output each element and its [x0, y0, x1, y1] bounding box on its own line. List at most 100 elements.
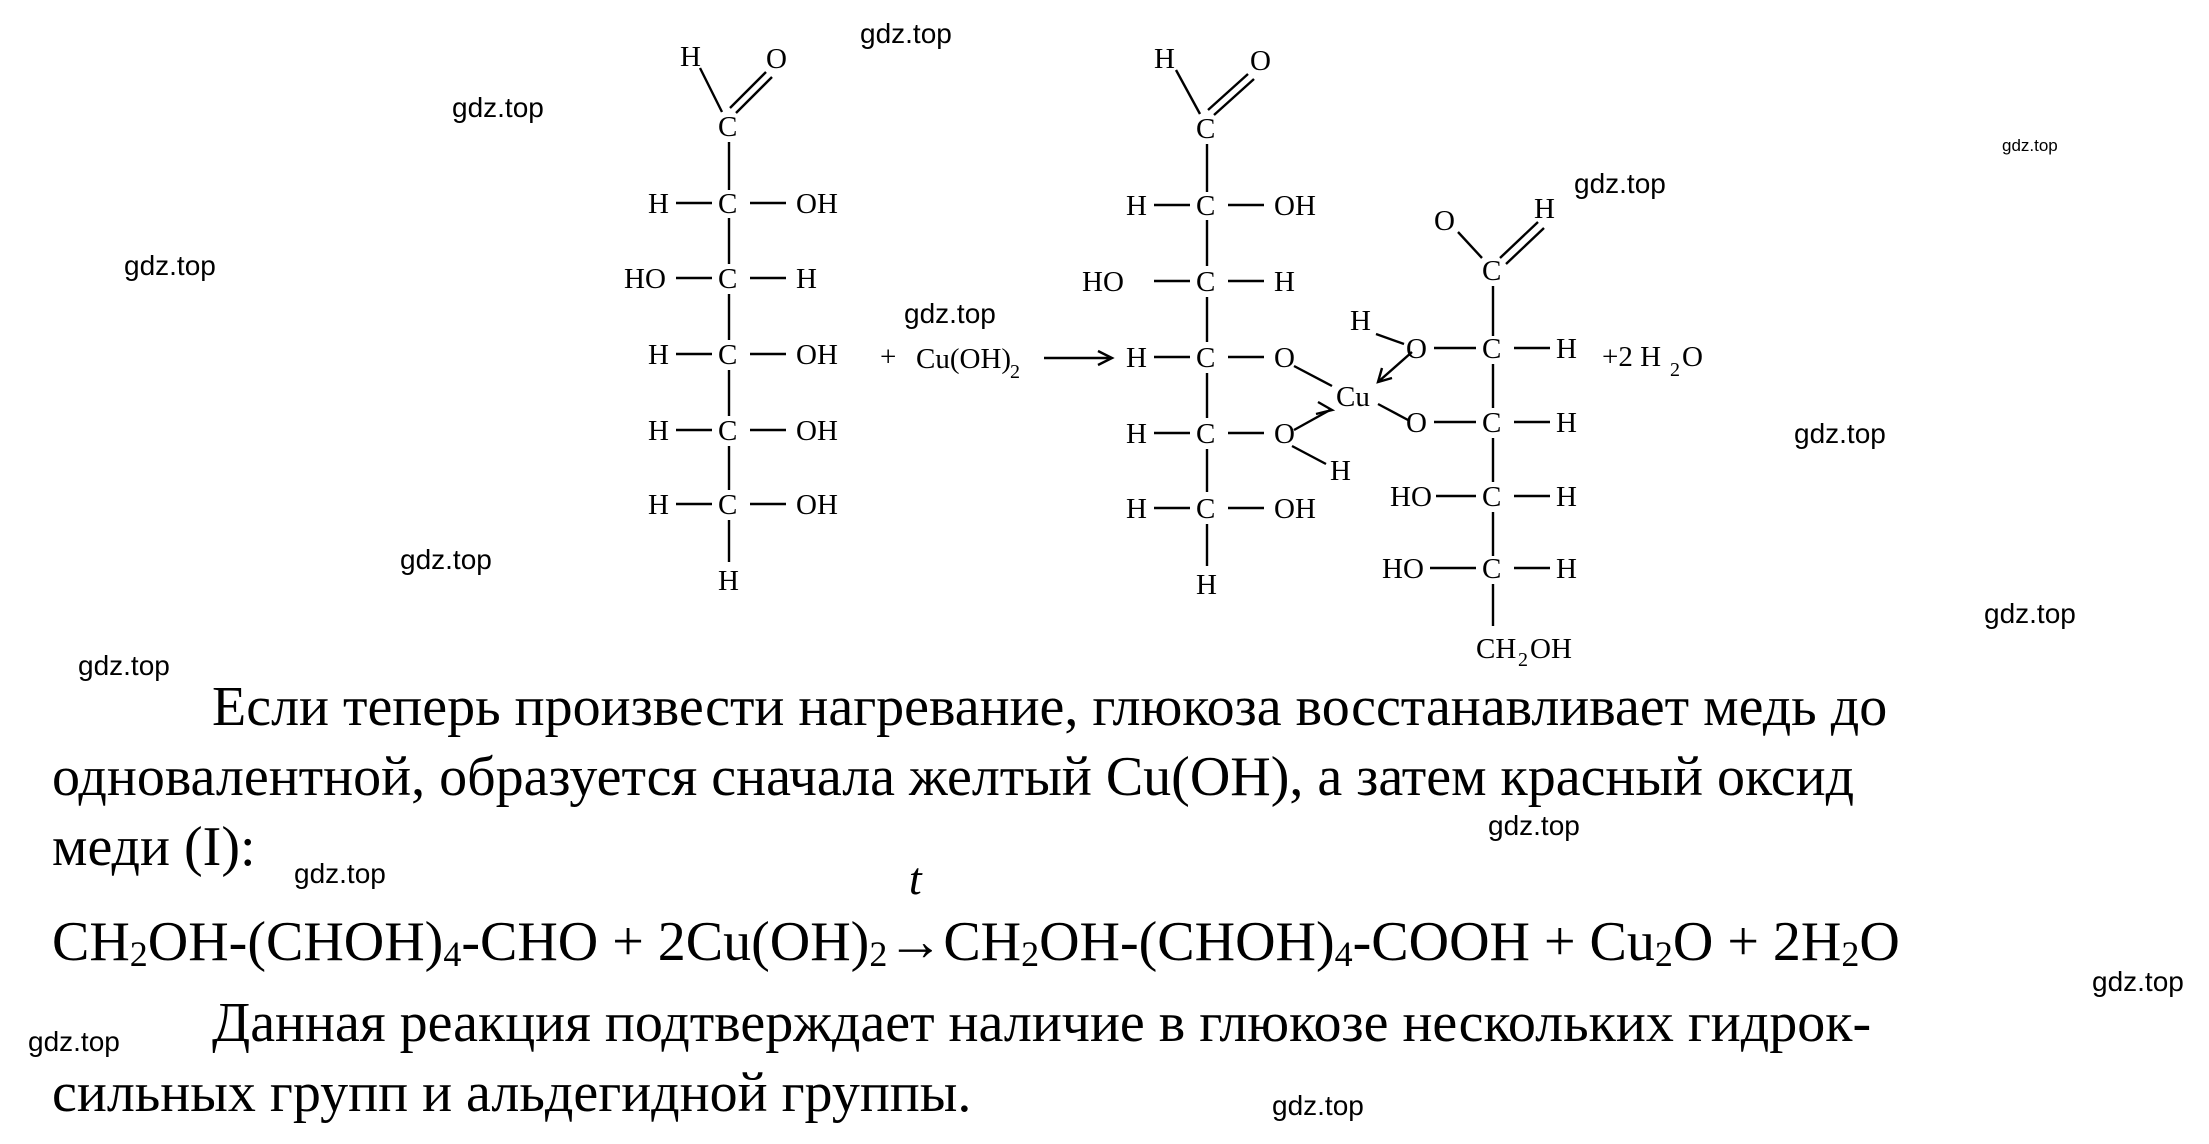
glucose-row4-c: C [718, 415, 737, 447]
eq-part: OH-(CHOH) [1039, 911, 1335, 973]
watermark: gdz.top [2002, 136, 2058, 155]
paragraph1-line3: меди (I): [52, 816, 256, 878]
glucose-aldehyde-h: H [680, 41, 701, 73]
paragraph2-line2: сильных групп и альдегидной группы. [52, 1062, 972, 1124]
glucose-row3-right: OH [796, 339, 838, 371]
paragraph1-line2: одновалентной, образуется сначала желтый… [52, 746, 1855, 808]
eq-sub: 2 [129, 934, 148, 974]
watermark: gdz.top [904, 298, 996, 329]
complex-left-row1-c: C [1196, 190, 1215, 222]
complex-left-unit: H O C H C OH HO C H H C O H C O H H C [1082, 43, 1351, 601]
complex-right-bottom-sub: 2 [1518, 649, 1528, 671]
glucose-row5-c: C [718, 489, 737, 521]
complex-right-row2-c: C [1482, 407, 1501, 439]
cu-bond-lower-right [1377, 402, 1409, 422]
watermark: gdz.top [1272, 1090, 1364, 1121]
eq-part: CH [52, 911, 130, 973]
watermark: gdz.top [294, 858, 386, 889]
watermark: gdz.top [860, 18, 952, 49]
eq-sub: 2 [1654, 934, 1673, 974]
eq-arrow-condition: t [908, 853, 922, 904]
paragraph1-line1: Если теперь произвести нагревание, глюко… [212, 676, 1888, 738]
complex-right-row3-h: H [1556, 481, 1577, 513]
water-product: +2 H [1602, 341, 1661, 373]
cu-coord-arrowhead-left [1315, 400, 1336, 416]
eq-sub: 4 [1334, 934, 1353, 974]
cu-bond-upper-left [1293, 364, 1333, 388]
complex-right-row3-c: C [1482, 481, 1501, 513]
eq-part: -COOH + Cu [1352, 911, 1655, 973]
complex-left-row4-o: O [1274, 418, 1295, 450]
water-o: O [1682, 341, 1703, 373]
complex-left-row1-left: H [1126, 190, 1147, 222]
complex-left-row5-c: C [1196, 493, 1215, 525]
complex-left-row4-left: H [1126, 418, 1147, 450]
watermark: gdz.top [1574, 168, 1666, 199]
complex-left-aldehyde-h: H [1154, 43, 1175, 75]
complex-right-row1-o: O [1406, 333, 1427, 365]
complex-right-unit: O H C H O C H O C H HO C H HO C H CH 2 [1350, 193, 1577, 671]
complex-right-row3-left: HO [1390, 481, 1432, 513]
complex-left-row3-o: O [1274, 342, 1295, 374]
complex-left-row4-c: C [1196, 418, 1215, 450]
watermark: gdz.top [1794, 418, 1886, 449]
eq-sub: 4 [443, 934, 462, 974]
complex-right-aldehyde-o: O [1434, 205, 1455, 237]
watermark: gdz.top [124, 250, 216, 281]
glucose-row5-left: H [648, 489, 669, 521]
eq-part: O [1859, 911, 1900, 973]
complex-left-row5-right: OH [1274, 493, 1316, 525]
complex-right-row2-h: H [1556, 407, 1577, 439]
glucose-row3-c: C [718, 339, 737, 371]
glucose-row2-c: C [718, 263, 737, 295]
glucose-row1-left: H [648, 188, 669, 220]
paragraph2-line1: Данная реакция подтверждает наличие в гл… [212, 992, 1872, 1054]
reaction-arrowhead [1097, 349, 1115, 367]
reagent-subscript: 2 [1010, 361, 1020, 383]
reagent-formula: Cu(OH) [916, 343, 1011, 375]
complex-left-row5-left: H [1126, 493, 1147, 525]
glucose-row1-c: C [718, 188, 737, 220]
plus-sign: + [880, 341, 896, 373]
cu-bond-lower-left [1293, 408, 1331, 432]
glucose-aldehyde-o: O [766, 43, 787, 75]
eq-part: CH [943, 911, 1022, 973]
glucose-bottom-h: H [718, 565, 739, 597]
complex-left-bottom-h: H [1196, 569, 1217, 601]
complex-right-row4-left: HO [1382, 553, 1424, 585]
water-subscript: 2 [1670, 359, 1680, 381]
glucose-row1-right: OH [796, 188, 838, 220]
glucose-row4-left: H [648, 415, 669, 447]
complex-left-row2-left: HO [1082, 266, 1124, 298]
glucose-row4-right: OH [796, 415, 838, 447]
watermark: gdz.top [452, 92, 544, 123]
reaction-diagram: H O C H C OH HO C H H C OH H C OH H C [624, 41, 1703, 671]
watermark: gdz.top [1984, 598, 2076, 629]
complex-left-row3-left: H [1126, 342, 1147, 374]
eq-part: -CHO + 2Cu(OH) [461, 911, 870, 973]
complex-left-row3-c: C [1196, 342, 1215, 374]
eq-arrow: t→ [887, 853, 943, 974]
watermark: gdz.top [1488, 810, 1580, 841]
complex-left-aldehyde-o: O [1250, 45, 1271, 77]
complex-right-row2-o: O [1406, 407, 1427, 439]
complex-left-row1-right: OH [1274, 190, 1316, 222]
glucose-structure: H O C H C OH HO C H H C OH H C OH H C [624, 41, 838, 597]
cu-bond-upper-right [1377, 351, 1413, 383]
eq-part: OH-(CHOH) [147, 911, 444, 973]
complex-left-c1: C [1196, 113, 1215, 145]
eq-sub: 2 [869, 934, 888, 974]
complex-left-oh-h: H [1330, 455, 1351, 487]
complex-right-bottom-ch: CH [1476, 633, 1516, 665]
watermark: gdz.top [78, 650, 170, 681]
watermark: gdz.top [2092, 966, 2184, 997]
complex-right-c1: C [1482, 255, 1501, 287]
complex-right-oh-h: H [1350, 305, 1371, 337]
eq-part: O + 2H [1672, 911, 1842, 973]
complex-left-row2-right: H [1274, 266, 1295, 298]
complex-right-row1-h: H [1556, 333, 1577, 365]
copper-atom: Cu [1336, 381, 1370, 413]
complex-right-row4-h: H [1556, 553, 1577, 585]
glucose-row2-left: HO [624, 263, 666, 295]
